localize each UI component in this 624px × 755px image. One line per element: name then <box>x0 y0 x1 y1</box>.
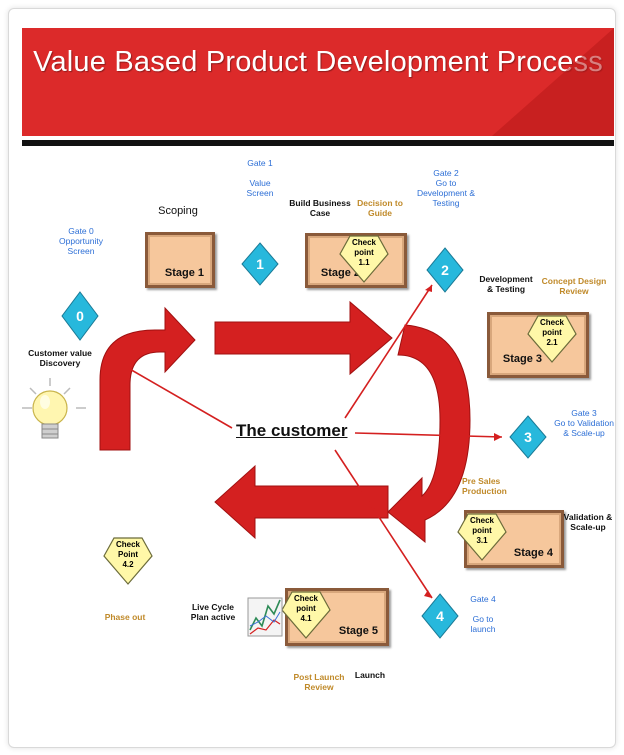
top-right-arrow <box>214 300 393 376</box>
gate-1-shape <box>241 242 279 286</box>
checkpoint-3-1: Check point 3.1 <box>469 516 494 545</box>
banner-corner-shade <box>492 28 614 136</box>
the-customer-label: The customer <box>236 421 348 440</box>
gate-2-number: 2 <box>441 262 449 278</box>
checkpoint-2-1: Check point 2.1 <box>539 318 564 347</box>
gate-4-caption: Gate 4 Go to launch <box>470 594 496 634</box>
phase-out-label: Phase out <box>104 612 146 622</box>
gate-3-caption: Gate 3 Go to Validation & Scale-up <box>554 408 614 438</box>
gate-3-shape <box>509 415 547 459</box>
development-testing-label: Development & Testing <box>479 274 533 294</box>
gate-0-caption: Gate 0 Opportunity Screen <box>59 226 103 256</box>
checkpoint-1-1: Check point 1.1 <box>351 238 376 267</box>
gate-1-caption: Gate 1 Value Screen <box>246 158 274 198</box>
stage-3-label: Stage 3 <box>502 353 542 365</box>
gate-2-caption: Gate 2 Go to Development & Testing <box>416 168 476 208</box>
decision-to-guide-label: Decision to Guide <box>357 198 403 218</box>
stage-5-label: Stage 5 <box>338 625 378 637</box>
bottom-left-arrow <box>214 464 389 540</box>
pre-sales-production-label: Pre Sales Production <box>462 476 507 496</box>
stage-2-label: Stage 2 <box>320 267 360 279</box>
checkpoint-4-2: Check Point 4.2 <box>115 540 140 569</box>
checkpoint-2-1-shape <box>527 315 577 363</box>
gate-3-number: 3 <box>524 429 532 445</box>
stage-5-box: Stage 5 <box>285 588 389 646</box>
gate-2-shape <box>426 247 464 293</box>
gate-4-number: 4 <box>436 608 444 624</box>
post-launch-review-label: Post Launch Review <box>293 672 345 692</box>
launch-label: Launch <box>354 670 386 680</box>
title-rule <box>22 140 614 146</box>
validation-scaleup-label: Validation & Scale-up <box>563 512 613 532</box>
gate-0-shape <box>61 291 99 341</box>
life-cycle-label: Live Cycle Plan active <box>190 602 236 622</box>
checkpoint-4-1: Check point 4.1 <box>293 594 318 623</box>
stage-1-box: Stage 1 <box>145 232 215 288</box>
checkpoint-3-1-shape <box>457 513 507 561</box>
diagram-title: Value Based Product Development Process <box>33 46 603 78</box>
u-turn-arrow <box>387 324 471 544</box>
gate-1-number: 1 <box>256 256 264 272</box>
title-banner: Value Based Product Development Process <box>22 28 614 136</box>
scoping-label: Scoping <box>158 205 198 217</box>
checkpoint-1-1-shape <box>339 235 389 283</box>
stage-4-label: Stage 4 <box>513 547 553 559</box>
gate-4-shape <box>421 593 459 639</box>
checkpoint-4-2-shape <box>103 537 153 585</box>
stage-1-label: Stage 1 <box>164 267 204 279</box>
concept-design-review-label: Concept Design Review <box>541 276 607 296</box>
checkpoint-4-1-shape <box>281 591 331 639</box>
gate-0-number: 0 <box>76 308 84 324</box>
customer-value-discovery-label: Customer value Discovery <box>28 348 92 368</box>
build-business-case-label: Build Business Case <box>289 198 351 218</box>
